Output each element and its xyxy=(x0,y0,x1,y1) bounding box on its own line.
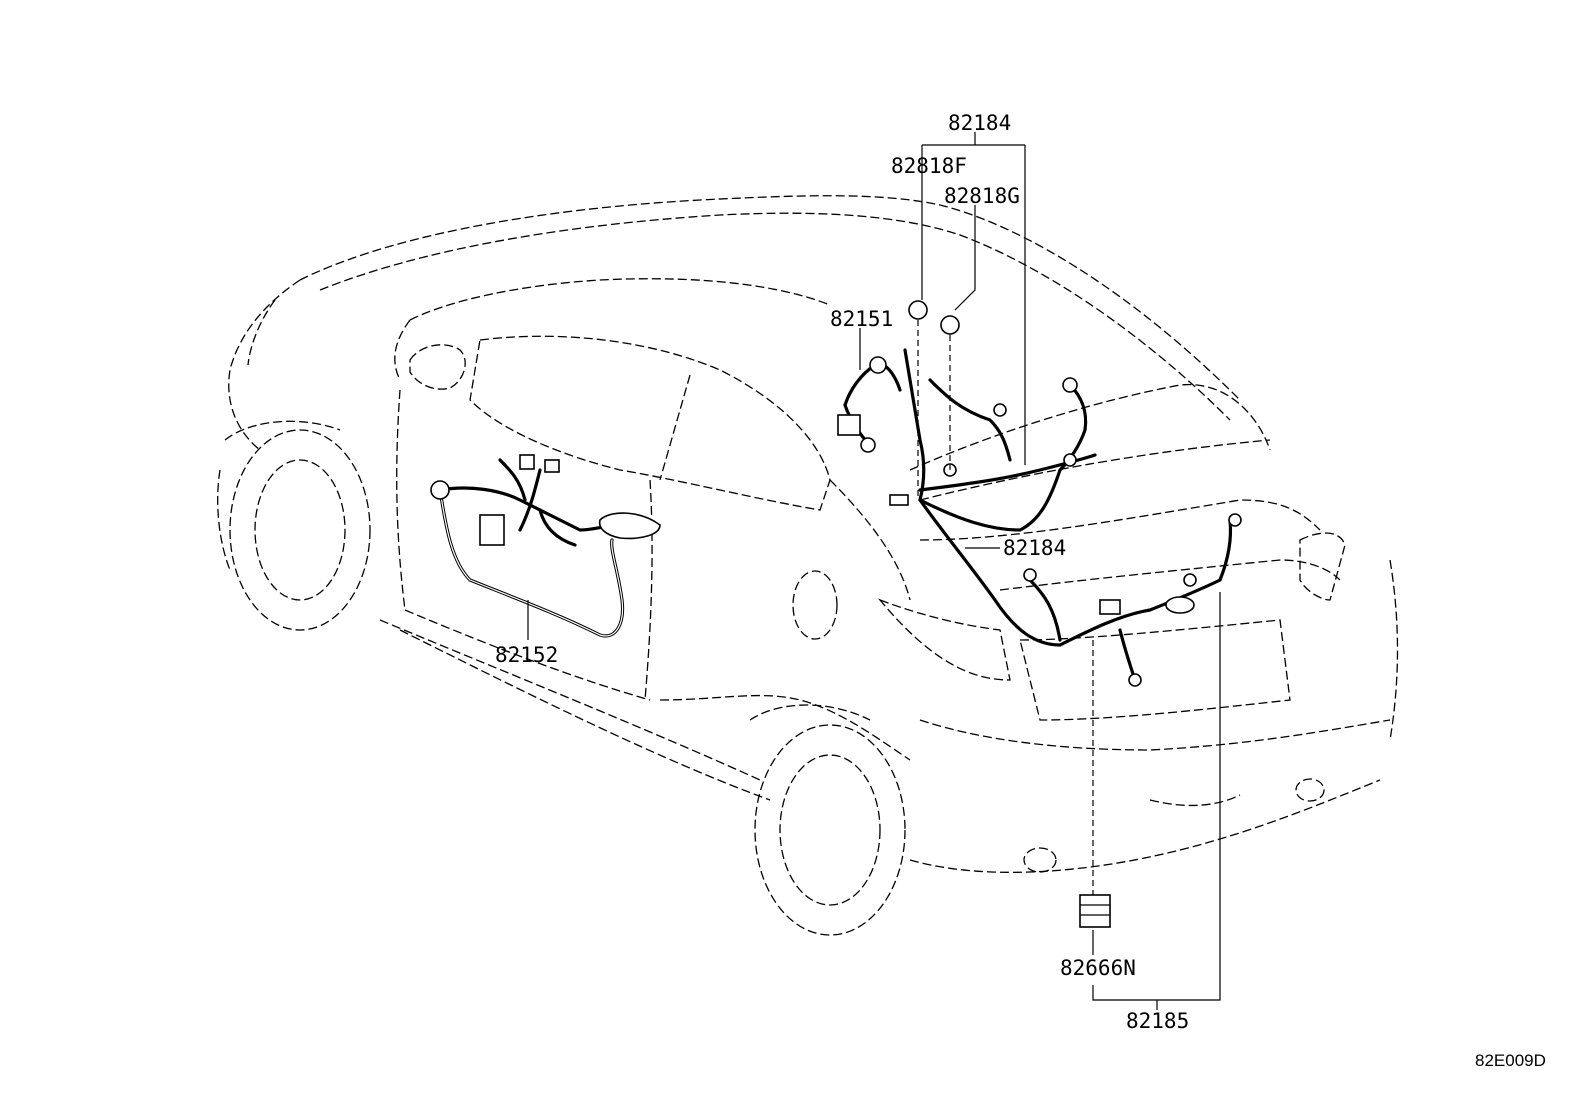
label-82151: 82151 xyxy=(830,307,893,331)
label-82184-top: 82184 xyxy=(948,111,1011,135)
label-82184-mid: 82184 xyxy=(1003,536,1066,560)
label-82818g: 82818G xyxy=(944,184,1020,208)
label-82666n: 82666N xyxy=(1060,956,1136,980)
figure-code: 82E009D xyxy=(1475,1051,1546,1070)
part-labels: 82184 82818F 82818G 82151 82184 82152 82… xyxy=(495,111,1546,1070)
back-door-harness xyxy=(889,300,1242,687)
label-82152: 82152 xyxy=(495,643,558,667)
label-82818f: 82818F xyxy=(891,154,967,178)
pillar-harness xyxy=(837,356,902,453)
front-door-harness xyxy=(430,454,661,638)
label-82185: 82185 xyxy=(1126,1009,1189,1033)
vehicle-outline xyxy=(217,195,1399,936)
leader-lines xyxy=(527,132,1221,1010)
connector-82666n xyxy=(1079,894,1111,928)
